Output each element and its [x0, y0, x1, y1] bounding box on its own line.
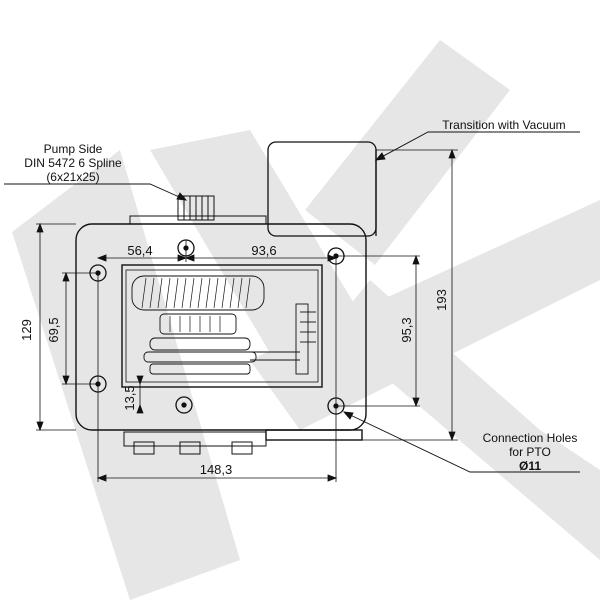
connection-line3: Ø11 — [519, 459, 541, 473]
transition-label: Transition with Vacuum — [442, 118, 565, 132]
connection-line2: for PTO — [509, 445, 551, 459]
bottom-bolts — [123, 431, 267, 455]
pump-side-line3: (6x21x25) — [46, 170, 99, 184]
dim-56-4: 56,4 — [127, 243, 152, 258]
dim-193: 193 — [434, 289, 449, 311]
connection-holes-label: Connection Holes for PTO Ø11 — [483, 431, 578, 473]
dim-13-5: 13,5 — [122, 385, 137, 410]
dim-129: 129 — [19, 319, 34, 341]
internal-gears — [131, 275, 316, 375]
pump-side-line2: DIN 5472 6 Spline — [24, 156, 122, 170]
vacuum-transition-housing — [267, 141, 377, 237]
pump-side-line1: Pump Side — [44, 142, 103, 156]
dim-95-3: 95,3 — [399, 317, 414, 342]
dimension-lines — [36, 148, 458, 482]
dim-69-5: 69,5 — [46, 317, 61, 342]
gearbox-housing — [75, 223, 367, 441]
connection-line1: Connection Holes — [483, 431, 578, 445]
dim-148-3: 148,3 — [200, 462, 233, 477]
mounting-hole — [175, 396, 193, 414]
dim-93-6: 93,6 — [251, 243, 276, 258]
pump-side-label: Pump Side DIN 5472 6 Spline (6x21x25) — [24, 142, 122, 184]
leader-lines — [4, 131, 580, 473]
